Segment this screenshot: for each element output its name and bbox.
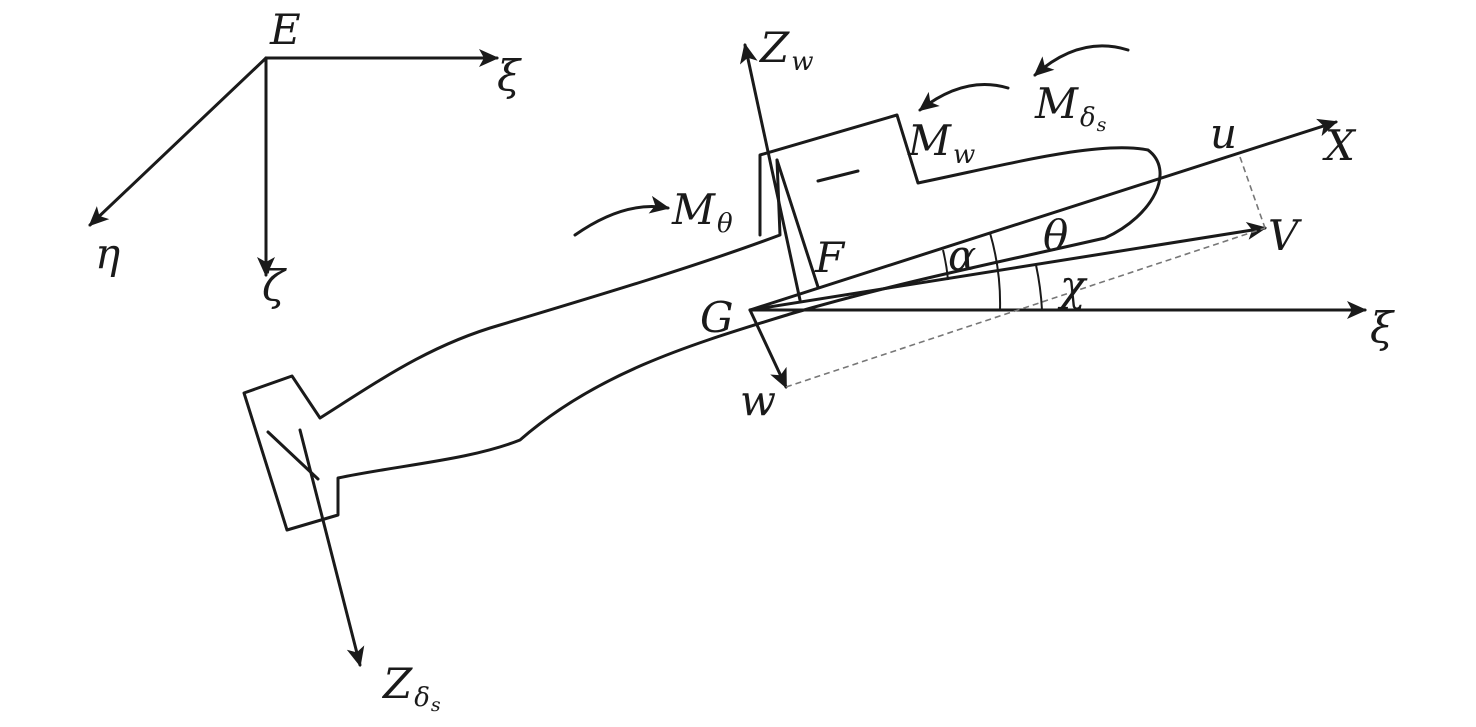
sail-front — [775, 158, 820, 289]
label-z-delta-subsub: s — [431, 694, 441, 716]
z-w-axis — [739, 43, 802, 302]
label-u: u — [1210, 109, 1237, 158]
m-delta-arrow — [1033, 44, 1130, 77]
earth-frame: E ξ η ζ — [88, 5, 522, 310]
label-z-w-main: Z — [758, 23, 790, 72]
label-alpha: α — [948, 231, 976, 280]
label-m-theta-main: M — [671, 185, 716, 234]
dash-w-to-v — [785, 227, 1266, 388]
label-theta: θ — [1043, 211, 1068, 260]
label-earth-zeta: ζ — [262, 261, 287, 310]
label-z-w: Zw — [758, 23, 813, 77]
label-m-w-sub: w — [953, 140, 975, 170]
label-x: X — [1322, 121, 1357, 170]
diagram-labels: Zw Mw Mδs Mθ u X V F α θ χ G ξ w Zδs — [381, 23, 1395, 716]
label-m-theta-sub: θ — [717, 209, 733, 239]
z-delta-axis — [298, 428, 365, 667]
label-m-delta-sub: δ — [1080, 103, 1096, 133]
m-w-arrow — [918, 83, 1010, 112]
x-axis — [748, 118, 1338, 312]
label-m-theta: Mθ — [671, 185, 733, 239]
label-w: w — [740, 376, 776, 425]
label-f: F — [814, 233, 846, 282]
label-z-w-sub: w — [791, 47, 813, 77]
label-z-delta-sub: δ — [414, 683, 430, 713]
label-v: V — [1268, 211, 1302, 260]
dash-u-to-v — [1239, 156, 1266, 229]
label-g: G — [700, 293, 734, 342]
label-earth-origin: E — [269, 5, 301, 54]
label-xi-body: ξ — [1370, 303, 1395, 352]
angle-arcs — [942, 232, 1043, 311]
moment-arrows — [573, 44, 1130, 237]
theta-arc — [989, 232, 1002, 311]
label-m-w: Mw — [907, 116, 975, 170]
label-z-delta: Zδs — [381, 659, 441, 716]
earth-eta-axis — [88, 56, 268, 227]
label-m-delta-main: M — [1034, 79, 1079, 128]
chi-arc — [1035, 264, 1043, 311]
projection-lines — [785, 156, 1266, 388]
label-m-delta-subsub: s — [1097, 114, 1107, 136]
body-vectors — [298, 43, 1367, 667]
label-earth-xi: ξ — [497, 51, 522, 100]
m-theta-arrow — [573, 195, 670, 237]
label-z-delta-main: Z — [381, 659, 413, 708]
label-earth-eta: η — [95, 229, 120, 278]
label-chi: χ — [1057, 261, 1088, 310]
w-vector — [748, 308, 788, 389]
alpha-arc — [942, 249, 949, 281]
velocity-vector — [748, 221, 1267, 312]
label-m-w-main: M — [907, 116, 952, 165]
label-m-delta: Mδs — [1034, 79, 1107, 136]
hull-outline — [242, 113, 1162, 532]
sail-window — [816, 169, 860, 183]
submarine-hull — [242, 113, 1162, 532]
